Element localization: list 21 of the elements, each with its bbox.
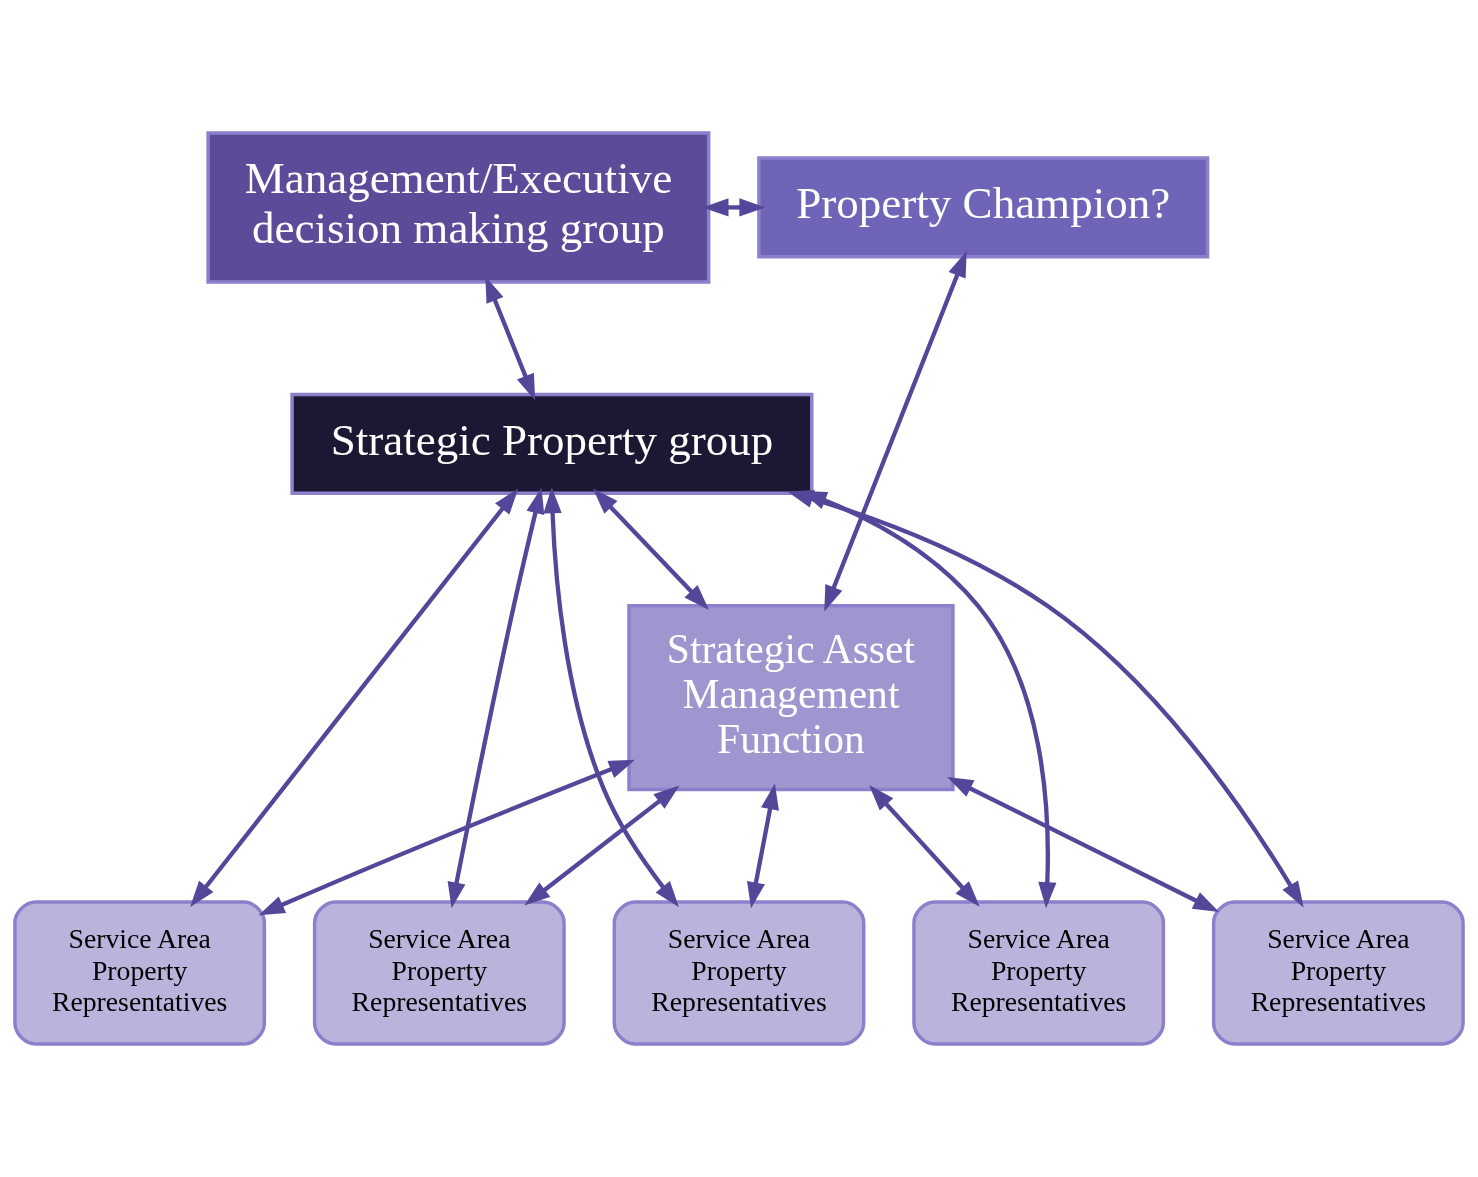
node-box: Service Area Property Representatives [612, 900, 866, 1046]
node-box: Service Area Property Representatives [13, 900, 267, 1046]
arrow [747, 783, 779, 909]
node-box: Strategic Property group [290, 392, 814, 495]
arrow [190, 488, 519, 907]
arrow [447, 487, 545, 909]
arrow [485, 276, 536, 401]
arrow [702, 198, 766, 217]
node-box: Service Area Property Representatives [1211, 900, 1465, 1046]
arrow [258, 759, 635, 916]
arrow [543, 487, 679, 908]
node-box: Management/Executive decision making group [206, 131, 711, 284]
arrow [524, 785, 680, 906]
arrow [869, 785, 980, 907]
node-box: Service Area Property Representatives [912, 900, 1166, 1046]
node-box: Strategic Asset Management Function [627, 604, 955, 792]
node-box: Service Area Property Representatives [312, 900, 566, 1046]
node-box: Property Champion? [757, 156, 1210, 259]
arrow [824, 251, 967, 612]
arrow [947, 776, 1220, 913]
arrow [592, 488, 709, 611]
